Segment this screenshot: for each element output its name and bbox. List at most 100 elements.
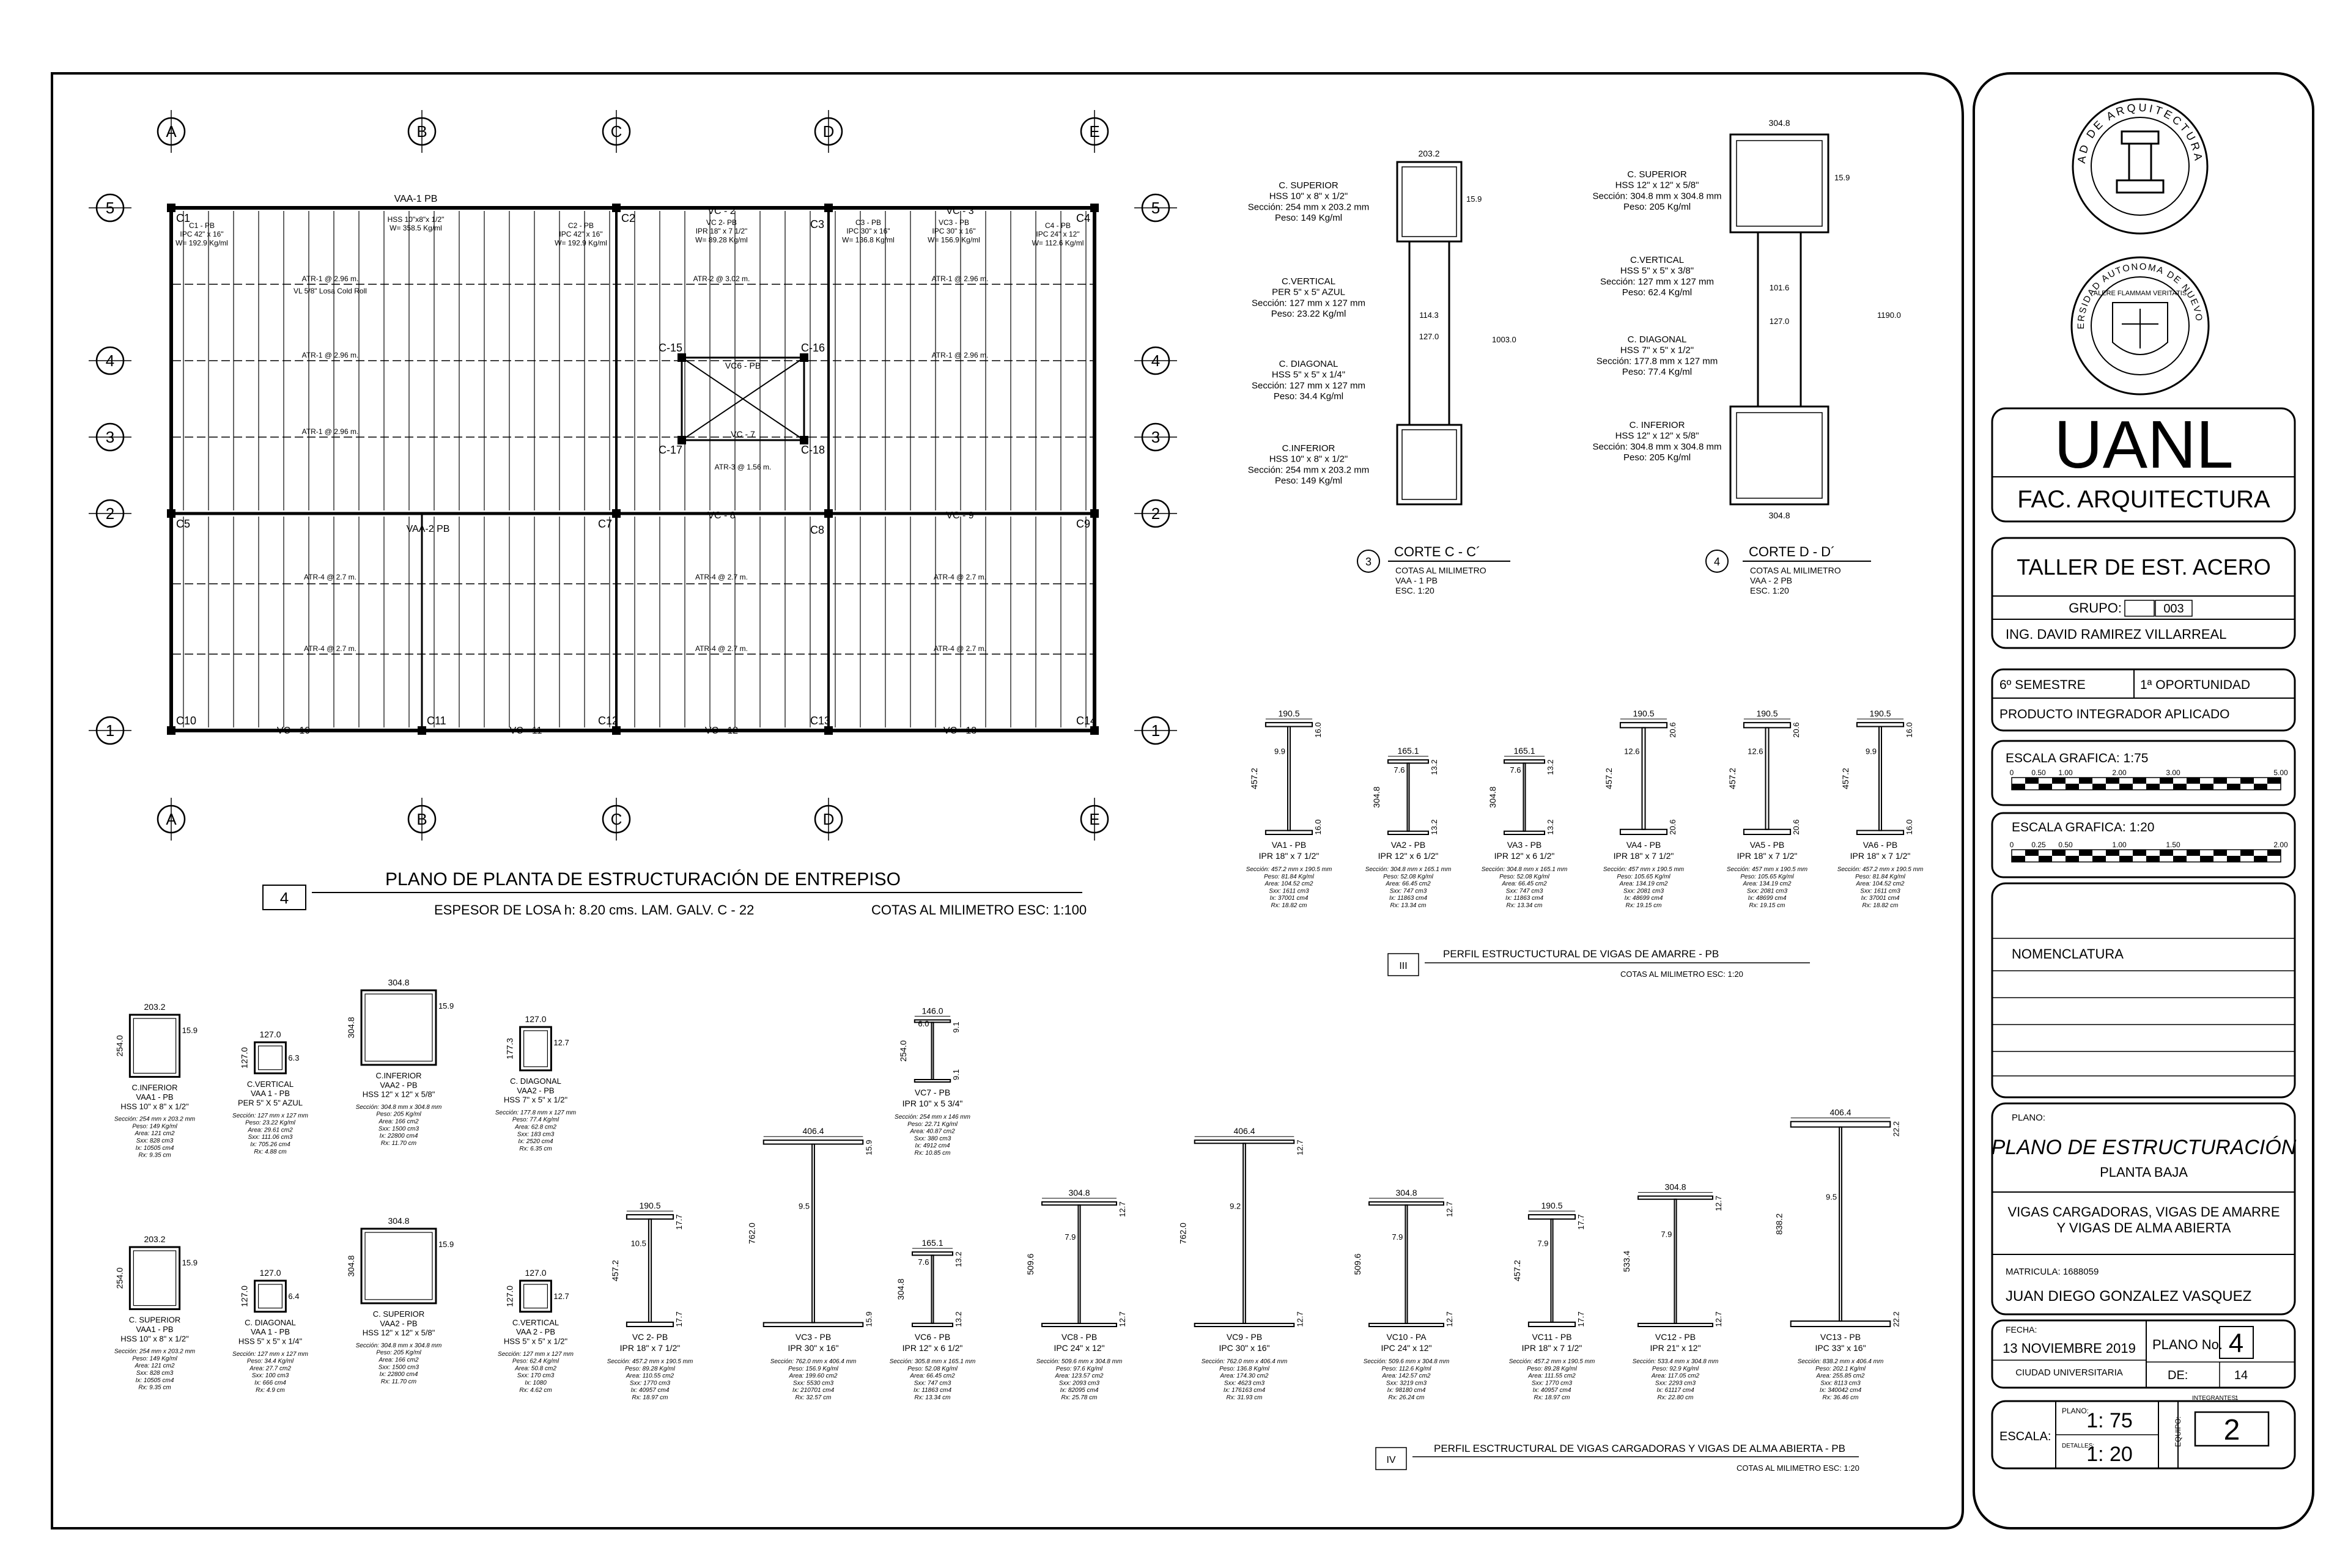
column-label: C10: [176, 715, 196, 727]
top-flange: [626, 1214, 674, 1220]
scale-segment: [2133, 850, 2146, 856]
flange-dim: 9.1: [951, 1021, 961, 1032]
web: [931, 1021, 934, 1081]
hss-inner: [133, 1250, 177, 1306]
section-c-dim-h: 1003.0: [1492, 335, 1516, 344]
column-marker: [677, 436, 686, 444]
web: [1674, 1198, 1677, 1324]
grupo-label: GRUPO:: [2069, 600, 2122, 616]
width-dim: 406.4: [802, 1126, 824, 1136]
integrantes: 1: [2235, 1395, 2239, 1402]
web-dim: 9.2: [1230, 1202, 1241, 1211]
web-dim: 7.6: [1394, 765, 1405, 775]
web-dim: 7.9: [1661, 1229, 1672, 1239]
height-dim: 457.2: [1249, 768, 1259, 789]
grupo-value: 003: [2163, 602, 2184, 616]
grid-letter: A: [166, 122, 177, 141]
seal-uanl: UNIVERSIDAD AUTONOMA DE NUEVO LEON ALERE…: [0, 0, 2210, 396]
beam-name: VC8 - PB: [1061, 1332, 1097, 1342]
beam-vc10: VC - 10: [277, 726, 310, 736]
nomenclatura-box: [1991, 882, 2296, 1099]
scale-segment: [2039, 856, 2052, 862]
beam-name: VA6 - PB: [1863, 840, 1898, 850]
web: [1641, 727, 1646, 830]
column-marker: [612, 726, 621, 735]
section-c-num: 3: [1365, 556, 1372, 568]
beam-name: VA2 - PB: [1391, 840, 1426, 850]
hss-width: 127.0: [525, 1014, 546, 1024]
beam-spec: IPR 12" x 6 1/2": [903, 1343, 963, 1353]
hss-inner: [258, 1045, 283, 1070]
grid-letter: C: [611, 122, 622, 141]
plano-title: PLANO DE ESTRUCTURACIÓN: [1992, 1136, 2297, 1159]
plan-subtitle: ESPESOR DE LOSA h: 8.20 cms. LAM. GALV. …: [434, 902, 754, 918]
scale-segment: [2052, 850, 2066, 856]
column-marker: [1090, 509, 1099, 518]
scale-segment: [2213, 778, 2227, 784]
scale-segment: [2066, 856, 2079, 862]
amarre-title: PERFIL ESTRUCTUCTURAL DE VIGAS DE AMARRE…: [1443, 948, 1719, 960]
taller-box: [1991, 537, 2296, 649]
hss-thickness: 12.7: [553, 1292, 569, 1301]
scale-tick: 0: [2010, 768, 2014, 777]
width-dim: 406.4: [1233, 1126, 1255, 1136]
note-atr1-d: ATR-1 @ 2.96 m.: [932, 274, 989, 283]
beam-spec: IPR 18" x 7 1/2": [1737, 851, 1798, 861]
width-dim: 190.5: [639, 1201, 660, 1210]
width-dim: 190.5: [1541, 1201, 1562, 1210]
scale-segment: [2267, 778, 2281, 784]
plan-outline: [169, 206, 1096, 732]
integrantes-label: INTEGRANTES:: [2192, 1395, 2237, 1402]
hss-width: 127.0: [259, 1029, 281, 1039]
flange-dim: 13.2: [1430, 759, 1439, 775]
hss-height: 254.0: [114, 1035, 124, 1056]
grid-letter: A: [166, 810, 177, 828]
scale-tick: 5.00: [2273, 768, 2288, 777]
section-d-dim-t: 15.9: [1834, 173, 1850, 182]
column-marker: [824, 726, 833, 735]
web: [1077, 1204, 1081, 1324]
grid-number: 2: [106, 504, 114, 523]
web: [1878, 726, 1882, 831]
title-block: FACULTAD DE ARQUITECTURA · UANL UNIVERSI…: [0, 0, 2297, 1470]
scale-tick: 2.00: [2273, 841, 2288, 849]
beam-spec: IPR 12" x 6 1/2": [1378, 851, 1439, 861]
hss-height: 304.8: [346, 1255, 356, 1276]
section-c-dim-t: 15.9: [1466, 194, 1482, 204]
nombre: JUAN DIEGO GONZALEZ VASQUEZ: [2006, 1288, 2251, 1305]
cargadoras-roman: IV: [1386, 1455, 1395, 1465]
bottom-flange: [1790, 1320, 1891, 1328]
section-c: 203.2 15.9 114.3 127.0 1003.0 C. SUPERIO…: [1248, 149, 1516, 595]
flange-dim: 13.2: [1430, 819, 1439, 834]
grid-letter: D: [823, 122, 835, 141]
hss-outer: [519, 1026, 552, 1072]
hss-height: 304.8: [346, 1017, 356, 1038]
width-dim: 190.5: [1756, 709, 1778, 718]
grid-number: 1: [1151, 721, 1160, 740]
flange-dim: 16.0: [1905, 722, 1914, 737]
beam-name: VA3 - PB: [1507, 840, 1542, 850]
scale-segment: [2267, 850, 2281, 856]
scale-tick: 1.00: [2058, 768, 2073, 777]
beam-spec: IPC 24" x 12": [1381, 1343, 1431, 1353]
svg-text:ALERE FLAMMAM VERITATIS: ALERE FLAMMAM VERITATIS: [2094, 290, 2187, 297]
cargadoras-roman-box: [1375, 1447, 1407, 1470]
